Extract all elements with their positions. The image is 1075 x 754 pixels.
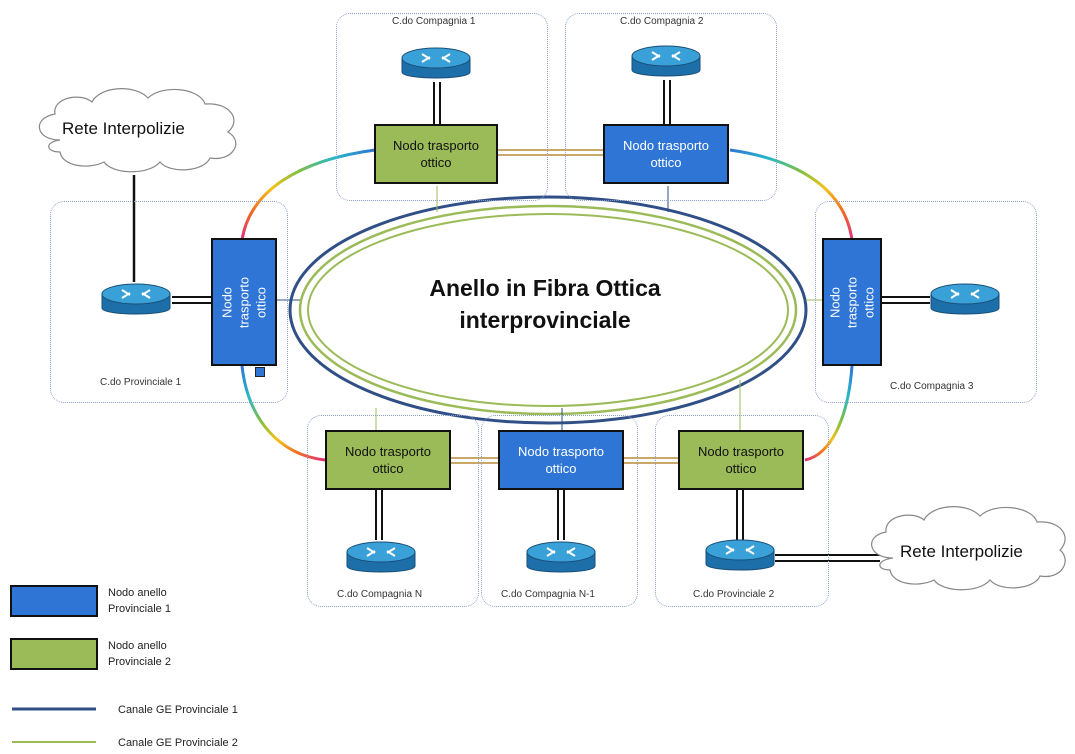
node-label: Nodo trasporto ottico [219, 276, 269, 328]
ring-outer-blue [288, 195, 808, 425]
rainbow-arc-topright [729, 148, 854, 241]
node-label: Nodo trasporto ottico [698, 444, 784, 476]
site-label-compagnia3: C.do Compagnia 3 [890, 381, 974, 392]
ring-title: Anello in Fibra Ottica interprovinciale [360, 272, 730, 336]
router-icon [401, 47, 471, 79]
legend-label-blue-node: Nodo anello Provinciale 1 [108, 587, 171, 615]
ring-title-line1: Anello in Fibra Ottica [429, 275, 661, 301]
cloud-right-label: Rete Interpolizie [900, 542, 1023, 561]
node-label: Nodo trasporto ottico [827, 276, 877, 328]
rainbow-arc-topleft [240, 148, 376, 241]
node-compagnia2: Nodo trasporto ottico [603, 124, 729, 184]
legend-label-green-line: Canale GE Provinciale 2 [118, 737, 238, 749]
site-box-compagnia3 [815, 201, 1037, 403]
site-label-compagniaN1: C.do Compagnia N-1 [501, 589, 595, 600]
ring-green-2 [307, 213, 789, 407]
cloud-right-shape [871, 506, 1066, 591]
ring-title-line2: interprovinciale [459, 307, 631, 333]
site-box-provinciale2 [655, 415, 829, 607]
rainbow-arc-bottomright [804, 365, 854, 462]
cloud-left-label: Rete Interpolizie [62, 119, 185, 138]
legend-swatch-blue [10, 585, 98, 617]
node-compagnia3: Nodo trasporto ottico [822, 238, 882, 366]
router-icon [101, 283, 171, 315]
router-icon [631, 45, 701, 77]
router-icon [346, 541, 416, 573]
site-box-compagniaN [307, 415, 479, 607]
site-label-compagniaN: C.do Compagnia N [337, 589, 423, 600]
node-compagniaN: Nodo trasporto ottico [325, 430, 451, 490]
site-label-provinciale1: C.do Provinciale 1 [100, 377, 182, 388]
node-label: Nodo trasporto ottico [518, 444, 604, 476]
site-label-provinciale2: C.do Provinciale 2 [693, 589, 775, 600]
site-box-provinciale1 [50, 201, 288, 403]
node-label: Nodo trasporto ottico [393, 138, 479, 170]
ring-green-1 [298, 204, 798, 416]
site-label-compagnia1: C.do Compagnia 1 [392, 16, 476, 27]
router-icon [930, 283, 1000, 315]
site-box-compagniaN1 [481, 415, 638, 607]
legend-label-blue-line: Canale GE Provinciale 1 [118, 704, 238, 716]
rainbow-arc-bottomleft [240, 365, 326, 462]
node-label: Nodo trasporto ottico [623, 138, 709, 170]
site-box-compagnia2 [565, 13, 777, 201]
legend-swatch-green [10, 638, 98, 670]
node-marker [255, 367, 265, 377]
legend-label-green-node: Nodo anello Provinciale 2 [108, 640, 171, 668]
site-label-compagnia2: C.do Compagnia 2 [620, 16, 704, 27]
cloud-left-shape [38, 88, 237, 173]
node-compagnia1: Nodo trasporto ottico [374, 124, 498, 184]
site-box-compagnia1 [336, 13, 548, 201]
node-provinciale1: Nodo trasporto ottico [211, 238, 277, 366]
node-provinciale2: Nodo trasporto ottico [678, 430, 804, 490]
node-label: Nodo trasporto ottico [345, 444, 431, 476]
router-icon [705, 539, 775, 571]
router-icon [526, 541, 596, 573]
node-compagniaN1: Nodo trasporto ottico [498, 430, 624, 490]
